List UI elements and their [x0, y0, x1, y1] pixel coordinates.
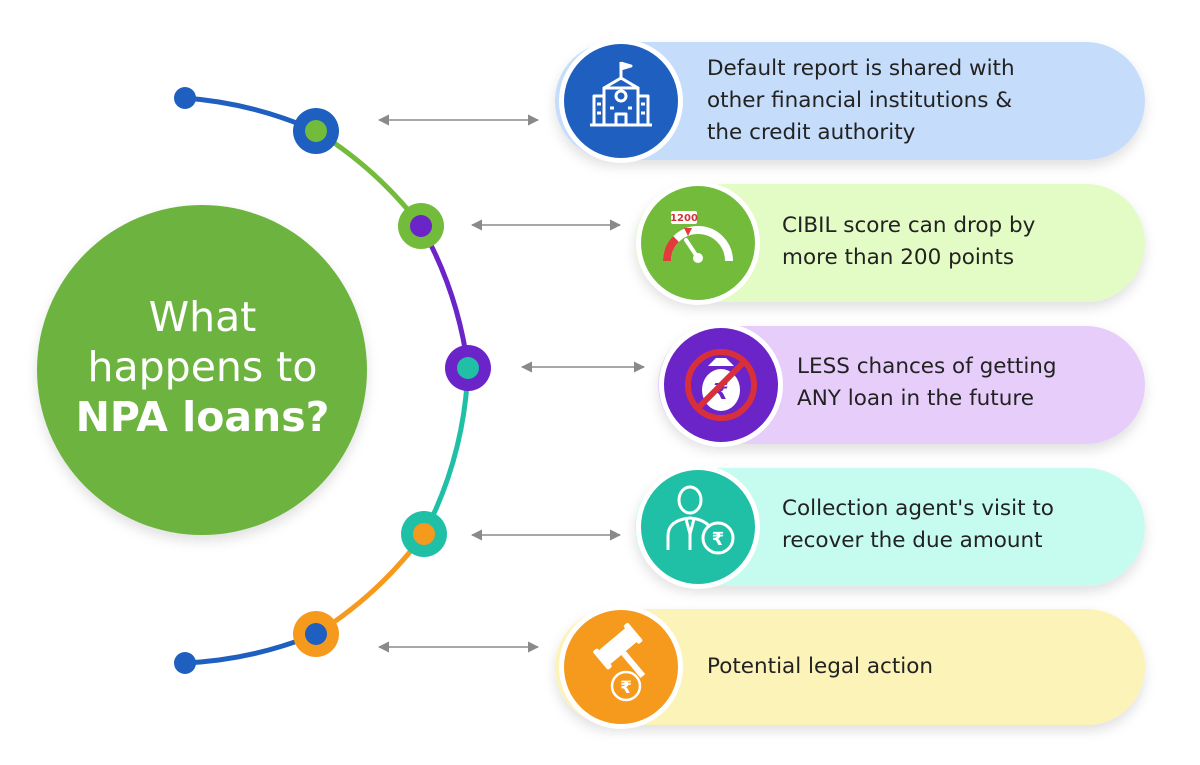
collection-agent-icon: ₹ [666, 485, 735, 555]
card-3-text: LESS chances of getting ANY loan in the … [797, 351, 1057, 415]
card-5-text: Potential legal action [707, 651, 933, 683]
card-4-line-1: Collection agent's visit to [782, 496, 1054, 521]
diagram-title: What happens to NPA loans? [40, 292, 365, 442]
gauge-score-label: 1200 [670, 213, 698, 224]
arc-start-dot [174, 87, 196, 109]
svg-text:₹: ₹ [712, 529, 725, 550]
svg-text:₹: ₹ [620, 678, 632, 698]
arc-node-4 [401, 511, 447, 557]
title-circle [37, 205, 367, 535]
card-3-line-1: LESS chances of getting [797, 354, 1057, 379]
card-3 [658, 326, 1145, 444]
card-4-text: Collection agent's visit to recover the … [782, 493, 1054, 557]
card-1-line-1: Default report is shared with [707, 56, 1015, 81]
card-1-text: Default report is shared with other fina… [707, 53, 1015, 149]
arc-node-1 [293, 108, 339, 154]
credit-score-gauge-icon: 1200 [662, 211, 733, 263]
title-line-1: What [148, 293, 257, 341]
connector-arrows [377, 114, 646, 653]
arc-node-3 [445, 345, 491, 391]
card-2-icon-bg [641, 186, 755, 300]
arc-end-dot [174, 652, 196, 674]
card-2 [635, 184, 1145, 302]
arc-node-2 [398, 203, 444, 249]
bank-building-icon [590, 61, 652, 127]
legal-gavel-icon: ₹ [593, 623, 646, 702]
card-1-line-3: the credit authority [707, 120, 916, 145]
title-line-2: happens to [87, 343, 318, 391]
card-5-line-1: Potential legal action [707, 654, 934, 679]
card-2-line-2: more than 200 points [782, 245, 1015, 270]
arc-node-5 [293, 611, 339, 657]
title-line-3: NPA loans? [75, 393, 330, 441]
card-4-icon-bg [641, 470, 755, 584]
card-4 [635, 468, 1145, 586]
arc-segment-teal [421, 365, 471, 537]
card-5 [555, 609, 1145, 725]
card-2-text: CIBIL score can drop by more than 200 po… [782, 210, 1035, 274]
card-5-icon-bg [564, 610, 678, 724]
card-1 [555, 42, 1145, 160]
card-4-line-2: recover the due amount [782, 528, 1043, 553]
card-1-line-2: other financial institutions & [707, 88, 1013, 113]
no-loan-moneybag-icon: ₹ [685, 349, 757, 421]
card-3-line-2: ANY loan in the future [797, 386, 1034, 411]
card-2-line-1: CIBIL score can drop by [782, 213, 1036, 238]
